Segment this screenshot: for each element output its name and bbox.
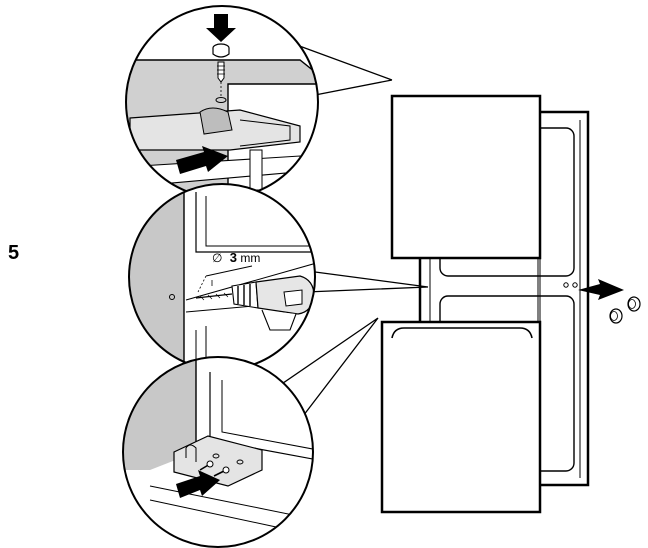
hinge-hole-icon (563, 282, 569, 288)
detail-middle-drilling: ∅ 3 mm (129, 184, 315, 370)
callout-line-middle (299, 269, 429, 293)
cover-caps-callout (578, 279, 641, 324)
lower-door-handle (391, 327, 533, 339)
drill-size-unit: mm (240, 251, 260, 265)
lower-door (380, 320, 542, 514)
hinge-hole-icon (572, 282, 578, 288)
appliance-cabinet (380, 94, 590, 514)
drill-size-value: 3 (230, 250, 237, 265)
diameter-symbol: ∅ (212, 251, 222, 265)
detail-bottom-frame (122, 356, 314, 548)
arrow-right-icon (176, 470, 220, 498)
arrow-right-icon (176, 146, 228, 174)
cover-cap-icon (627, 296, 641, 312)
callout-line-top (293, 43, 393, 97)
detail-top-hinge-cover (126, 6, 318, 198)
arrow-down-icon (206, 14, 236, 42)
arrow-left-icon (578, 279, 624, 300)
callout-line-bottom (269, 317, 379, 421)
step-number: 5 (8, 242, 20, 264)
upper-door (390, 94, 542, 260)
detail-bottom-bracket (123, 357, 313, 547)
drill-diameter-label: ∅ 3 mm (212, 250, 260, 265)
cover-cap-icon (609, 308, 623, 324)
